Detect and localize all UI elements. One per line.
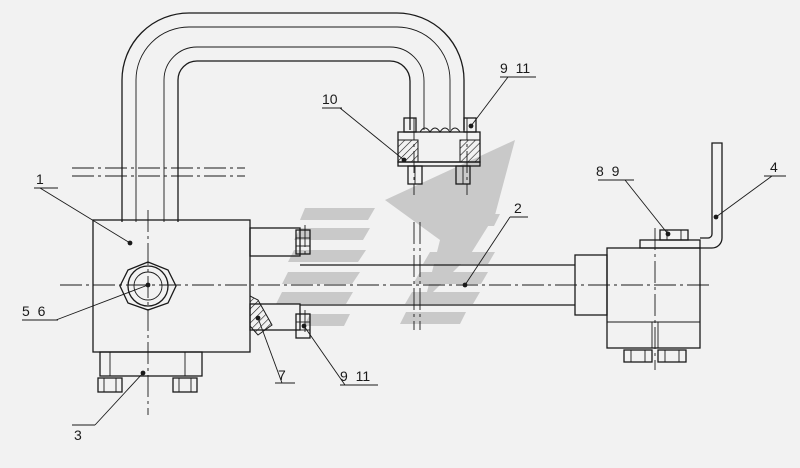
callout-labels: 1 2 3 4 5 6 7 8 9 9 11 9 11 10 [22,60,778,443]
hex-plug [119,261,177,311]
callout-9-11-top: 9 11 [500,60,530,76]
callout-10: 10 [322,91,338,107]
right-block [574,142,723,363]
centerlines [60,118,712,415]
callout-7: 7 [278,367,286,383]
watermark-logo [276,140,515,326]
callout-3: 3 [74,427,82,443]
rod [300,264,575,306]
callout-4: 4 [770,159,778,175]
side-connector [249,227,311,339]
callout-8-9: 8 9 [596,163,620,179]
callout-9-11-bottom: 9 11 [340,368,370,384]
leader-lines [22,76,786,426]
callout-5-6: 5 6 [22,303,46,319]
callout-1: 1 [36,171,44,187]
callout-2: 2 [514,200,522,216]
main-block [92,219,251,393]
top-fitting [397,117,481,185]
u-pipe [121,12,465,222]
